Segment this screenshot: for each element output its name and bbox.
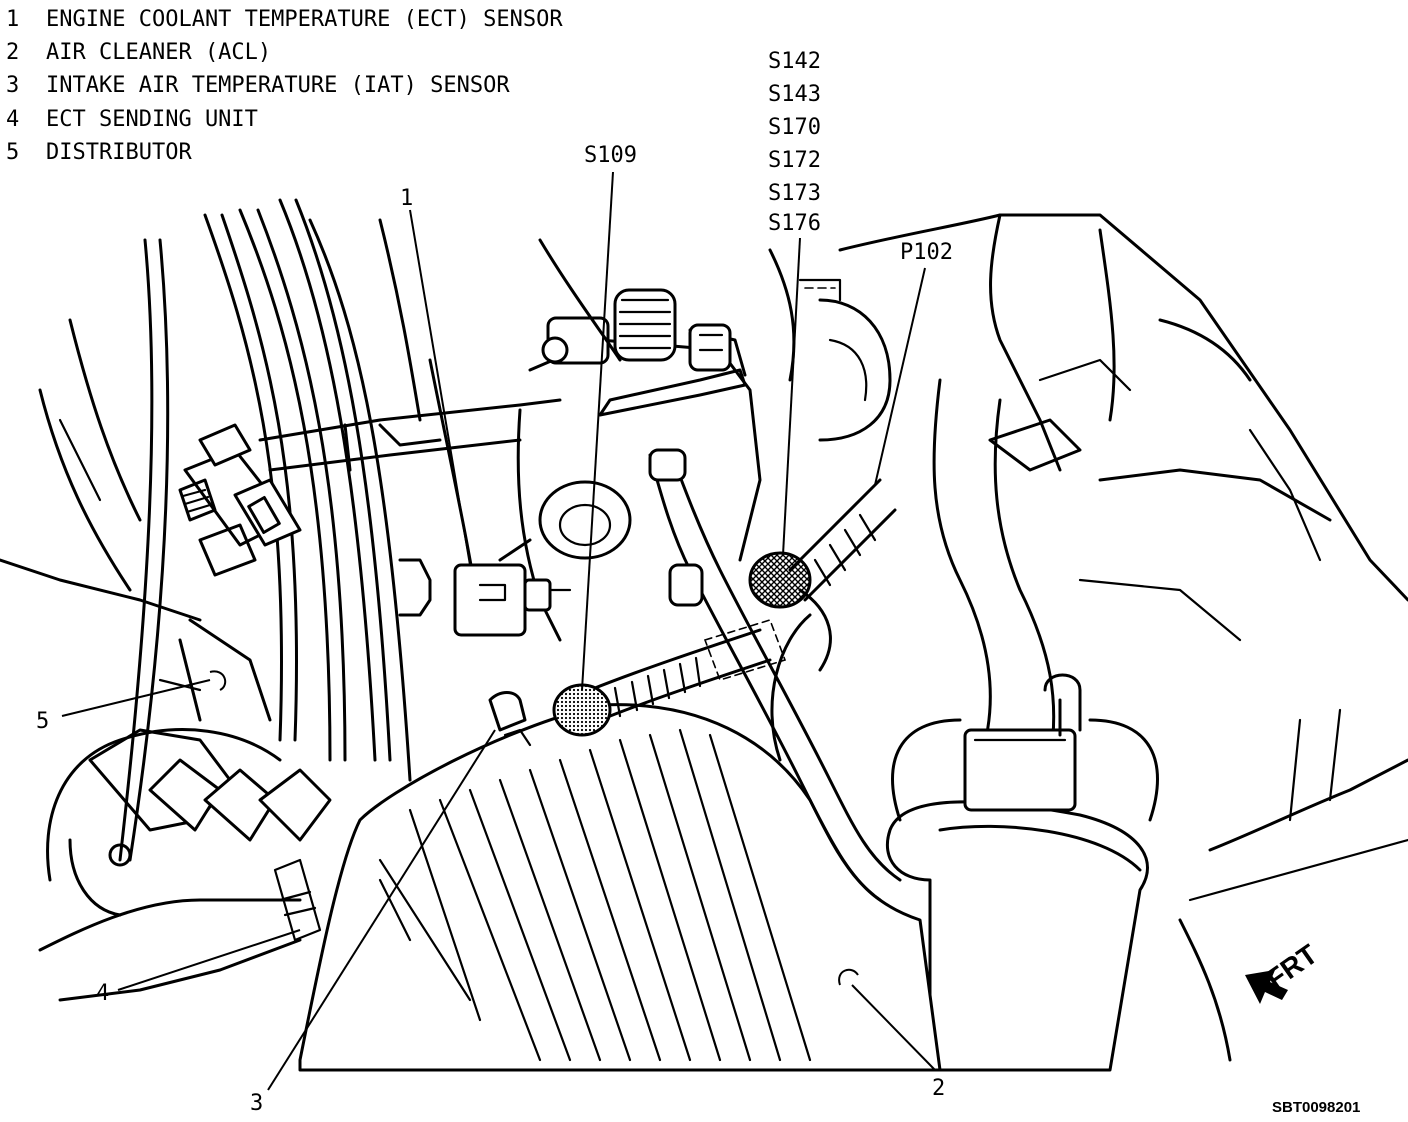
splice-label: S142 xyxy=(768,49,821,74)
air-cleaner xyxy=(885,673,1232,1072)
splice-label: S172 xyxy=(768,148,821,173)
leader-lines xyxy=(61,171,936,1091)
callout-1: 1 xyxy=(400,186,413,211)
ignition-connector xyxy=(178,423,302,577)
callout-4: 4 xyxy=(96,981,109,1006)
legend-number: 4 xyxy=(6,107,19,132)
front-arrow-icon xyxy=(1245,970,1288,1004)
legend-item: 2 AIR CLEANER (ACL) xyxy=(6,40,271,65)
legend-label: DISTRIBUTOR xyxy=(46,140,192,165)
front-direction-indicator: FRT xyxy=(1245,938,1323,1004)
engine-structure xyxy=(0,213,1408,1072)
legend: 1 ENGINE COOLANT TEMPERATURE (ECT) SENSO… xyxy=(6,7,563,165)
splice-label: S173 xyxy=(768,181,821,206)
splice-label: S170 xyxy=(768,115,821,140)
callout-labels: 1 S109 S142 S143 S170 S172 S173 S176 P10… xyxy=(36,49,953,1116)
figure-code: SBT0098201 xyxy=(1272,1099,1360,1116)
wire-harness xyxy=(488,448,902,902)
spark-plug-wires xyxy=(118,198,622,862)
legend-label: AIR CLEANER (ACL) xyxy=(46,40,271,65)
callout-3: 3 xyxy=(250,1091,263,1116)
legend-number: 5 xyxy=(6,140,19,165)
legend-number: 2 xyxy=(6,40,19,65)
legend-label: ENGINE COOLANT TEMPERATURE (ECT) SENSOR xyxy=(46,7,563,32)
callout-5: 5 xyxy=(36,709,49,734)
legend-label: ECT SENDING UNIT xyxy=(46,107,258,132)
callout-2: 2 xyxy=(932,1076,945,1101)
legend-item: 3 INTAKE AIR TEMPERATURE (IAT) SENSOR xyxy=(6,73,510,98)
legend-item: 4 ECT SENDING UNIT xyxy=(6,107,258,132)
ect-sensor xyxy=(398,538,572,637)
splice-s109 xyxy=(552,683,612,737)
legend-item: 5 DISTRIBUTOR xyxy=(6,140,192,165)
legend-label: INTAKE AIR TEMPERATURE (IAT) SENSOR xyxy=(46,73,510,98)
splice-group-s142-s176 xyxy=(748,551,812,609)
distributor xyxy=(38,728,332,1002)
splice-label: S176 xyxy=(768,211,821,236)
splice-group-labels: S142 S143 S170 S172 S173 S176 xyxy=(768,49,821,236)
legend-number: 3 xyxy=(6,73,19,98)
legend-item: 1 ENGINE COOLANT TEMPERATURE (ECT) SENSO… xyxy=(6,7,563,32)
splice-label: S143 xyxy=(768,82,821,107)
connector-label-p102: P102 xyxy=(900,240,953,265)
spring-coil xyxy=(541,288,677,365)
intake-duct xyxy=(298,703,942,1072)
legend-number: 1 xyxy=(6,7,19,32)
splice-label-s109: S109 xyxy=(584,143,637,168)
